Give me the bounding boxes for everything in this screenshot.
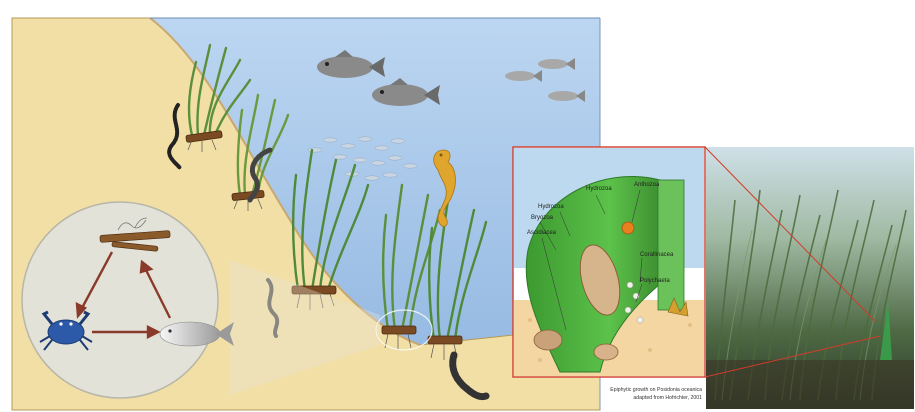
main-illustration [12, 18, 600, 410]
leaf-stalk [658, 180, 684, 310]
label-anthozoa: Anthozoa [634, 182, 660, 188]
label-hydrozoa: Hydrozoa [538, 204, 564, 210]
inset-caption-line2: adapted from Hofrichter, 2001 [633, 395, 702, 401]
label-ascidiacea: Ascidiacea [527, 230, 557, 236]
inset-caption-line1: Epiphytic growth on Posidonia oceanica [610, 387, 702, 393]
epiphyte-inset: Hydrozoa Hydrozoa Anthozoa Bryozoa Ascid… [513, 147, 705, 401]
label-hydrozoa-top: Hydrozoa [586, 186, 612, 192]
label-bryozoa: Bryozoa [531, 215, 554, 221]
label-polychaeta: Polychaeta [640, 278, 670, 284]
label-corallinacea: Corallinacea [640, 252, 674, 258]
